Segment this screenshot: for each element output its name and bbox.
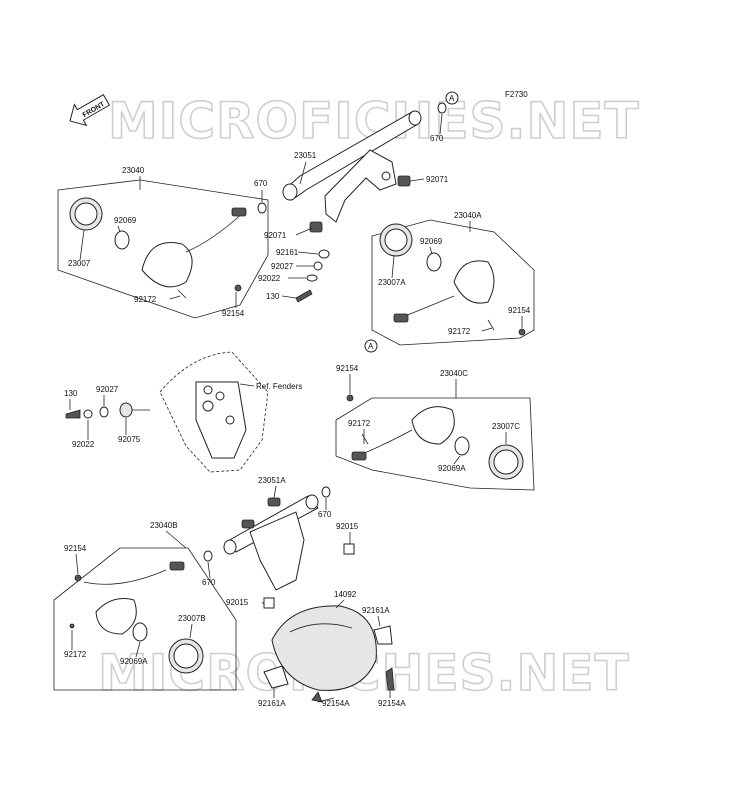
fender-reference bbox=[159, 351, 269, 473]
label-92069A-C: 92069A bbox=[438, 464, 466, 473]
cover-14092 bbox=[263, 605, 395, 703]
watermark-top: MICROFICHES.NET bbox=[108, 92, 640, 150]
label-92015-right: 92015 bbox=[336, 522, 359, 531]
label-92027-mid: 92027 bbox=[271, 262, 294, 271]
washer-92022-mid bbox=[306, 274, 318, 282]
label-670-top: 670 bbox=[430, 134, 444, 143]
turn-signal-23040 bbox=[69, 197, 247, 299]
callout-a-top: A bbox=[449, 94, 455, 103]
bracket-23051A bbox=[223, 494, 319, 591]
label-92172-B: 92172 bbox=[64, 650, 87, 659]
label-92154-C: 92154 bbox=[336, 364, 359, 373]
label-92161A-bottom: 92161A bbox=[258, 699, 286, 708]
front-arrow-icon: FRONT bbox=[69, 94, 111, 127]
label-92154-A: 92154 bbox=[508, 306, 531, 315]
label-92172-left: 92172 bbox=[134, 295, 157, 304]
label-23051A: 23051A bbox=[258, 476, 286, 485]
label-92071-right: 92071 bbox=[426, 175, 449, 184]
oring-670-left bbox=[257, 202, 267, 214]
label-670-B: 670 bbox=[202, 578, 216, 587]
label-92161A-top: 92161A bbox=[362, 606, 390, 615]
collar-92027-left bbox=[99, 406, 109, 418]
label-92015-left: 92015 bbox=[226, 598, 249, 607]
label-92071-mid: 92071 bbox=[264, 231, 287, 240]
label-23007C: 23007C bbox=[492, 422, 520, 431]
label-92154A-mid: 92154A bbox=[322, 699, 350, 708]
label-23040B: 23040B bbox=[150, 521, 178, 530]
label-92154-B: 92154 bbox=[64, 544, 87, 553]
turn-signal-23040C bbox=[346, 394, 524, 480]
oring-670-B bbox=[203, 550, 213, 562]
oring-670-C bbox=[321, 486, 331, 498]
group-outline-23040 bbox=[57, 179, 269, 319]
label-23040C: 23040C bbox=[440, 369, 468, 378]
label-23007: 23007 bbox=[68, 259, 91, 268]
callout-circle-a-bottom bbox=[364, 339, 378, 353]
label-14092: 14092 bbox=[334, 590, 357, 599]
label-92172-C: 92172 bbox=[348, 419, 371, 428]
label-23040: 23040 bbox=[122, 166, 145, 175]
label-130-mid: 130 bbox=[266, 292, 280, 301]
figure-code: F2730 bbox=[505, 90, 528, 99]
label-92154A-right: 92154A bbox=[378, 699, 406, 708]
label-92069-A: 92069 bbox=[420, 237, 443, 246]
leader-lines bbox=[69, 113, 523, 703]
spacer-92015-left bbox=[263, 597, 275, 609]
label-23007A: 23007A bbox=[378, 278, 406, 287]
label-92075: 92075 bbox=[118, 435, 141, 444]
label-130-left: 130 bbox=[64, 389, 78, 398]
bracket-23051 bbox=[282, 110, 422, 233]
washer-92022-left bbox=[83, 409, 93, 419]
turn-signal-23040A bbox=[379, 223, 526, 336]
label-92069-left: 92069 bbox=[114, 216, 137, 225]
label-ref-fenders: Ref. Fenders bbox=[256, 382, 302, 391]
group-outline-23040A bbox=[371, 219, 535, 346]
label-670-left: 670 bbox=[254, 179, 268, 188]
collar-92027-mid bbox=[313, 261, 323, 271]
label-23040A: 23040A bbox=[454, 211, 482, 220]
bolt-130-mid bbox=[295, 289, 313, 303]
label-92069A-B: 92069A bbox=[120, 657, 148, 666]
spacer-92015-right bbox=[343, 543, 355, 555]
nut-92161 bbox=[318, 249, 330, 259]
bolt-130-left bbox=[65, 409, 81, 419]
label-92172-A: 92172 bbox=[448, 327, 471, 336]
label-23051: 23051 bbox=[294, 151, 317, 160]
label-92154-left: 92154 bbox=[222, 309, 245, 318]
oring-670-top bbox=[437, 102, 447, 114]
label-92161: 92161 bbox=[276, 248, 299, 257]
grommet-92075 bbox=[119, 402, 133, 418]
label-92027-left: 92027 bbox=[96, 385, 119, 394]
group-outline-23040B bbox=[53, 547, 237, 691]
label-23007B: 23007B bbox=[178, 614, 206, 623]
group-outline-23040C bbox=[335, 397, 535, 491]
callout-circle-a-top bbox=[445, 91, 459, 105]
label-670-C: 670 bbox=[318, 510, 332, 519]
turn-signal-23040B bbox=[69, 561, 204, 674]
label-92022-mid: 92022 bbox=[258, 274, 281, 283]
callout-a-bottom: A bbox=[368, 342, 374, 351]
label-92022-left: 92022 bbox=[72, 440, 95, 449]
